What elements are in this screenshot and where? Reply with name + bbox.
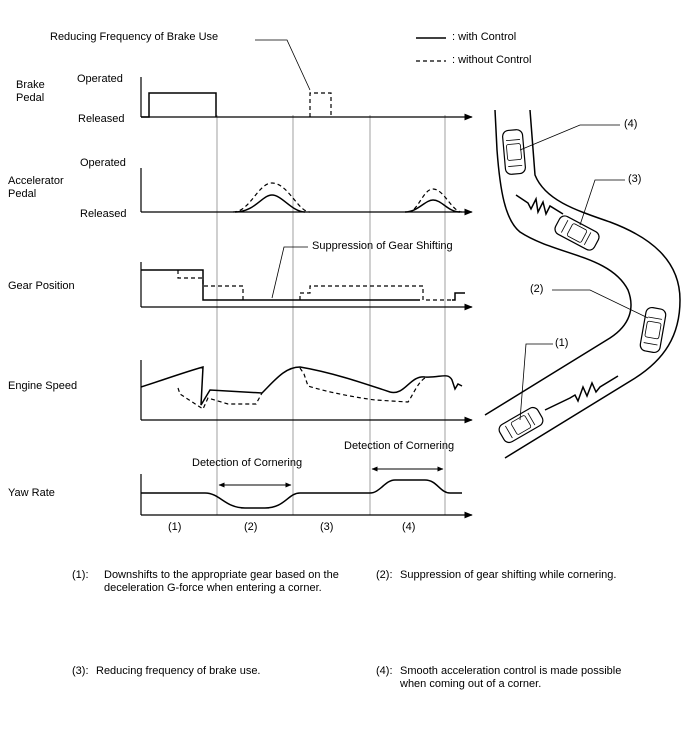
accel-released-label: Released <box>80 208 127 220</box>
brake-with-control-line <box>141 92 217 118</box>
road-callout-leaders <box>519 124 649 421</box>
accel-axis <box>140 168 473 216</box>
brake-callout-leader <box>255 39 311 91</box>
detection-cornering-label-2: Detection of Cornering <box>344 440 455 452</box>
road-marker-2: (2) <box>530 283 544 295</box>
engine-axis <box>140 360 473 424</box>
phase-label-4: (4) <box>402 521 416 533</box>
engine-with-control-line <box>140 365 463 406</box>
accel-without-control-line <box>232 182 463 213</box>
accel-title-line2: Pedal <box>8 188 37 200</box>
legend-with-control-label: : with Control <box>452 31 517 43</box>
phase-label-2: (2) <box>244 521 258 533</box>
car-4 <box>502 129 526 175</box>
brake-operated-label: Operated <box>77 73 123 85</box>
phase-label-1: (1) <box>168 521 182 533</box>
brake-axis <box>140 77 473 121</box>
accel-operated-label: Operated <box>80 157 126 169</box>
road-marker-3: (3) <box>628 173 642 185</box>
road-marker-4: (4) <box>624 118 638 130</box>
note-4-num: (4): <box>376 665 393 677</box>
gear-callout-leader <box>271 246 308 299</box>
accel-with-control-line <box>234 194 461 213</box>
detection-cornering-label-1: Detection of Cornering <box>192 457 303 469</box>
car-3 <box>554 215 600 251</box>
brake-title-line1: Brake <box>16 79 45 91</box>
legend-without-control-label: : without Control <box>452 54 532 66</box>
note-3-num: (3): <box>72 665 89 677</box>
yaw-with-control-line <box>141 479 462 509</box>
note-2-num: (2): <box>376 569 393 581</box>
gear-end-line <box>452 292 465 301</box>
car-1 <box>498 406 544 444</box>
phase-dividers <box>216 115 446 515</box>
car-2 <box>639 306 667 354</box>
note-2-text: Suppression of gear shifting while corne… <box>400 569 617 581</box>
gear-without-control-line <box>177 270 452 301</box>
phase-label-3: (3) <box>320 521 334 533</box>
engine-title: Engine Speed <box>8 380 78 392</box>
yaw-title: Yaw Rate <box>8 487 55 499</box>
note-1-text: Downshifts to the appropriate gear based… <box>104 569 339 594</box>
brake-without-control-line <box>309 92 332 117</box>
accel-title-line1: Accelerator <box>8 175 64 187</box>
callout-reducing-brake: Reducing Frequency of Brake Use <box>50 31 219 43</box>
road-marker-1: (1) <box>555 337 569 349</box>
road-illustration <box>484 109 681 459</box>
gear-title: Gear Position <box>8 280 75 292</box>
yaw-axis <box>140 474 473 519</box>
note-1-num: (1): <box>72 569 89 581</box>
brake-title-line2: Pedal <box>16 92 45 104</box>
engine-without-control-line <box>177 367 426 410</box>
gear-with-control-line <box>141 269 420 301</box>
brake-released-label: Released <box>78 113 125 125</box>
note-4-text: Smooth acceleration control is made poss… <box>400 665 622 690</box>
callout-suppression-gear: Suppression of Gear Shifting <box>312 240 453 252</box>
note-3-text: Reducing frequency of brake use. <box>96 665 261 677</box>
